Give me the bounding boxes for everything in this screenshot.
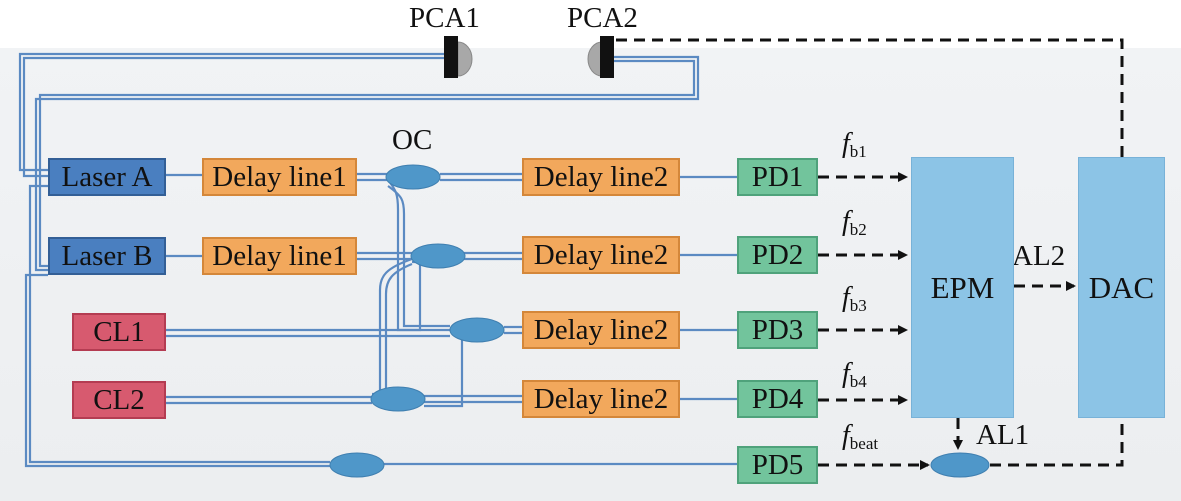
delay-line2-1: Delay line2	[522, 158, 680, 196]
delay-line2-3: Delay line2	[522, 311, 680, 349]
beat-label-b4: fb4	[842, 358, 867, 391]
coupler-al1	[930, 452, 990, 478]
pd5-box: PD5	[737, 446, 818, 484]
pca2-label: PCA2	[567, 2, 638, 34]
fiber-c2-down	[372, 257, 413, 400]
beat-label-b2: fb2	[842, 206, 867, 239]
pd1-box: PD1	[737, 158, 818, 196]
fiber-pca2-return	[34, 55, 700, 272]
laser-a-box: Laser A	[48, 158, 166, 196]
pd4-box: PD4	[737, 380, 818, 418]
fiber-c2-down-2	[372, 262, 413, 396]
pca2-electrode	[600, 36, 614, 78]
pd2-box: PD2	[737, 236, 818, 274]
dac-box: DAC	[1078, 157, 1165, 418]
link-dac-pca2	[612, 38, 1124, 157]
pca2-lens	[587, 41, 603, 77]
al2-label: AL2	[1012, 240, 1066, 272]
fiber-oc-down-2	[387, 185, 450, 328]
pca1-lens	[457, 41, 473, 77]
pca2	[587, 36, 614, 78]
pd3-box: PD3	[737, 311, 818, 349]
electrical-links	[612, 38, 1124, 470]
al1-label: AL1	[976, 419, 1030, 451]
beat-label-beat: fbeat	[842, 420, 879, 453]
delay-line2-4: Delay line2	[522, 380, 680, 418]
fiber-bottom-loop	[28, 184, 330, 464]
fiber-pca2-return-2	[38, 59, 696, 268]
delay-line1-b: Delay line1	[202, 237, 357, 275]
epm-box: EPM	[911, 157, 1014, 418]
pca1-label: PCA1	[409, 2, 480, 34]
delay-line1-a: Delay line1	[202, 158, 357, 196]
pca1-electrode	[444, 36, 458, 78]
coupler-oc	[385, 164, 441, 190]
cl1-box: CL1	[72, 313, 166, 351]
fiber-c3-down	[424, 338, 464, 408]
fiber-top-loop-outer	[18, 52, 445, 172]
beat-label-b3: fb3	[842, 282, 867, 315]
optical-fibers	[18, 52, 737, 468]
couplers	[329, 164, 990, 478]
coupler-3	[449, 317, 505, 343]
oc-label: OC	[392, 124, 433, 156]
cl2-box: CL2	[72, 381, 166, 419]
laser-b-box: Laser B	[48, 237, 166, 275]
link-al1-dac	[990, 418, 1124, 467]
beat-label-b1: fb1	[842, 128, 867, 161]
coupler-4	[370, 386, 426, 412]
pca1	[444, 36, 473, 78]
delay-line2-2: Delay line2	[522, 236, 680, 274]
coupler-5	[329, 452, 385, 478]
fiber-bottom-loop-2	[24, 273, 330, 468]
coupler-2	[410, 243, 466, 269]
